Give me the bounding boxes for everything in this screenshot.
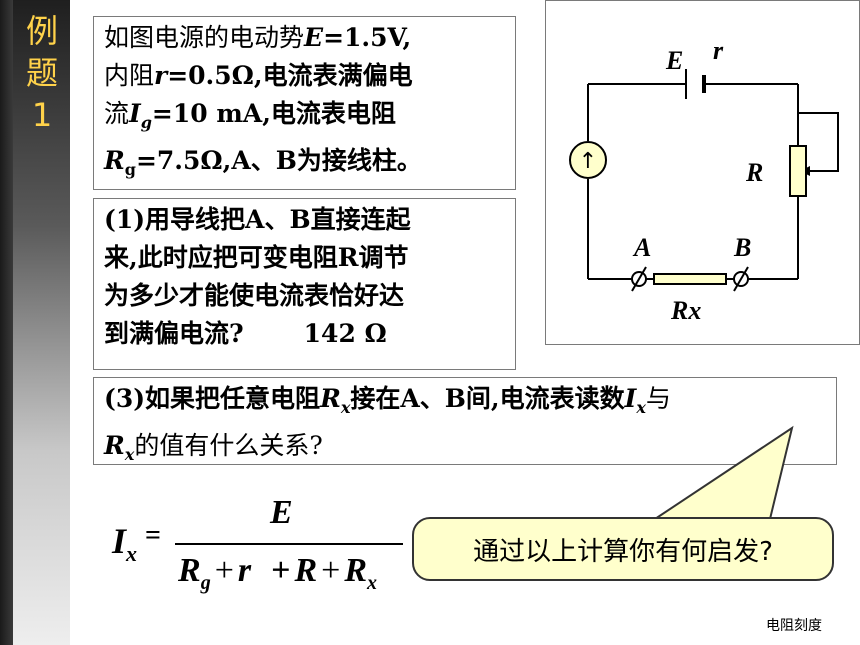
problem-line-3: 流Ig=10 mA,电流表电阻	[104, 99, 396, 132]
problem-line-4: Rg=7.5Ω,A、B为接线柱。	[104, 146, 422, 179]
example-label: 例 题 1	[20, 10, 64, 136]
question-1-line-3: 为多少才能使电流表恰好达	[104, 281, 405, 310]
resistor-Rx	[653, 273, 727, 285]
rheostat-R	[789, 145, 807, 197]
rheostat-slider-wire	[798, 112, 839, 172]
question-1-box: (1)用导线把A、B直接连起 来,此时应把可变电阻R调节 为多少才能使电流表恰好…	[93, 198, 516, 370]
circuit-diagram-box: ↑ E r R A B Rx	[545, 0, 860, 345]
example-label-char-1: 例	[25, 12, 58, 50]
callout-bubble: 通过以上计算你有何启发?	[412, 517, 834, 581]
formula-lhs: Ix	[112, 521, 138, 567]
question-3-line-2: Rx的值有什么关系?	[104, 431, 323, 464]
formula-numerator: E	[270, 494, 293, 531]
question-1-line-4: 到满偏电流?142 Ω	[104, 319, 387, 348]
question-1-line-1: (1)用导线把A、B直接连起	[104, 205, 411, 234]
sidebar	[13, 0, 70, 645]
formula-equals: =	[145, 520, 161, 551]
left-edge-bar	[0, 0, 13, 645]
ammeter	[569, 141, 607, 179]
question-3-box: (3)如果把任意电阻Rx接在A、B间,电流表读数Ix与 Rx的值有什么关系?	[93, 377, 837, 465]
example-label-char-2: 题	[25, 54, 58, 92]
question-3-line-1: (3)如果把任意电阻Rx接在A、B间,电流表读数Ix与	[104, 384, 671, 417]
problem-statement-box: 如图电源的电动势E=1.5V, 内阻r=0.5Ω,电流表满偏电 流Ig=10 m…	[93, 16, 516, 190]
formula-denominator: Rg+r+R+Rx	[178, 552, 378, 594]
problem-line-2: 内阻r=0.5Ω,电流表满偏电	[104, 61, 413, 90]
label-Rx: Rx	[670, 296, 701, 325]
label-B: B	[733, 233, 751, 262]
label-E: E	[665, 46, 683, 75]
label-R: R	[745, 158, 763, 187]
question-1-line-2: 来,此时应把可变电阻R调节	[104, 243, 409, 272]
example-label-number: 1	[31, 96, 53, 134]
ammeter-arrow-icon: ↑	[579, 149, 597, 174]
question-1-answer: 142 Ω	[303, 319, 387, 348]
callout-text: 通过以上计算你有何启发?	[473, 536, 773, 567]
label-r: r	[713, 36, 724, 65]
problem-line-1: 如图电源的电动势E=1.5V,	[104, 23, 412, 52]
circuit-diagram: ↑ E r R A B Rx	[569, 36, 839, 325]
fraction-bar	[175, 543, 403, 545]
footer-link[interactable]: 电阻刻度	[766, 618, 822, 634]
label-A: A	[632, 233, 651, 262]
